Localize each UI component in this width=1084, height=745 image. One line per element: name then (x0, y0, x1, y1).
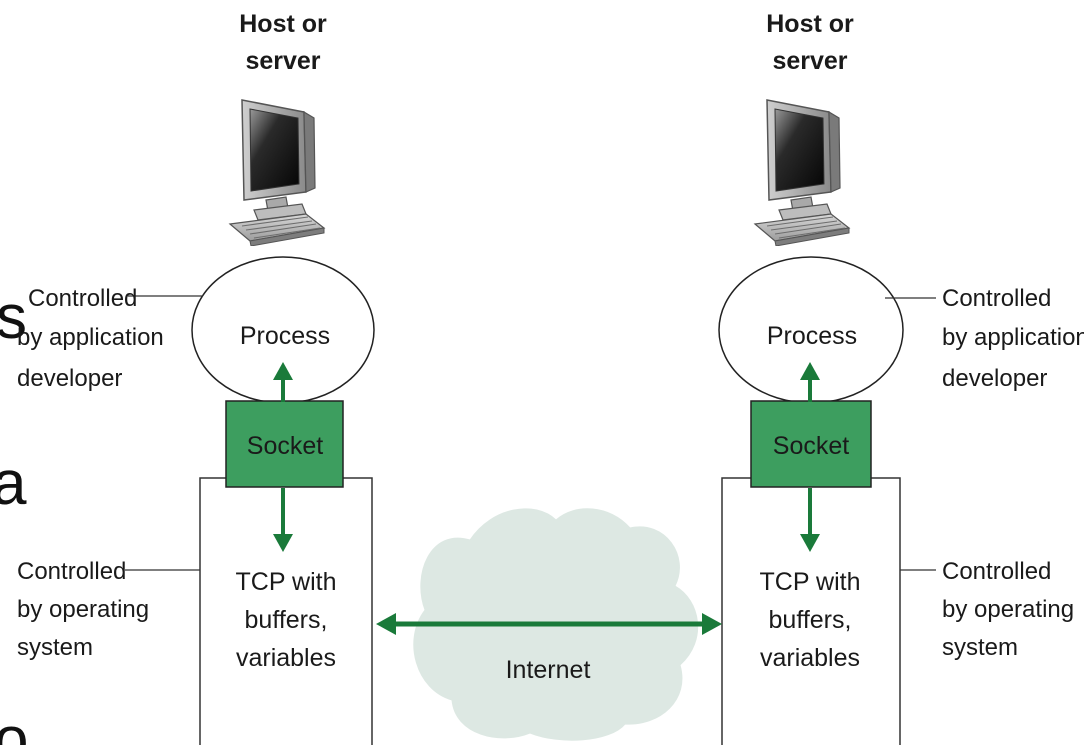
right-computer-icon (754, 99, 850, 246)
right-socket-label: Socket (773, 432, 849, 460)
right-socket-box (750, 400, 872, 488)
left-app-note-line3: developer (17, 365, 122, 392)
left-tcp-label-line1: TCP with (236, 568, 337, 596)
right-app-note-line3: developer (942, 365, 1047, 392)
left-tcp-label-line2: buffers, (245, 606, 328, 634)
right-os-note-line1: Controlled (942, 558, 1051, 585)
left-os-note-line3: system (17, 634, 93, 661)
right-up-arrow (800, 362, 820, 402)
internet-link-arrow (376, 613, 722, 635)
right-os-note-line3: system (942, 634, 1018, 661)
right-app-note-line1: Controlled (942, 285, 1051, 312)
left-host-title-line1: Host or (239, 10, 327, 38)
right-process-label: Process (767, 322, 857, 350)
right-tcp-label-line1: TCP with (760, 568, 861, 596)
left-up-arrow (273, 362, 293, 402)
left-host-title-line2: server (245, 47, 320, 75)
right-tcp-label-line2: buffers, (769, 606, 852, 634)
left-socket-box (225, 400, 344, 488)
background-text-fragment-2: a (0, 449, 27, 518)
left-tcp-label-line3: variables (236, 644, 336, 672)
right-host: Host or server Process Socket TCP with b… (718, 10, 1084, 745)
right-down-arrow (800, 488, 820, 552)
left-computer-icon (229, 99, 325, 246)
left-host: Host or server Process Socket TCP with b… (17, 10, 375, 745)
left-socket-label: Socket (247, 432, 323, 460)
left-os-note-line2: by operating (17, 596, 149, 623)
internet-label: Internet (506, 656, 591, 684)
left-app-note-line1: Controlled (28, 285, 137, 312)
right-host-title-line2: server (772, 47, 847, 75)
left-app-note-line2: by application (17, 324, 164, 351)
left-down-arrow (273, 488, 293, 552)
background-text-fragment-3: o (0, 705, 28, 745)
left-process-label: Process (240, 322, 330, 350)
right-app-note-line2: by application (942, 324, 1084, 351)
right-host-title-line1: Host or (766, 10, 854, 38)
right-os-note-line2: by operating (942, 596, 1074, 623)
left-os-note-line1: Controlled (17, 558, 126, 585)
left-tcp-box (199, 477, 373, 745)
right-tcp-label-line3: variables (760, 644, 860, 672)
background-text-fragment-1: s (0, 283, 27, 352)
